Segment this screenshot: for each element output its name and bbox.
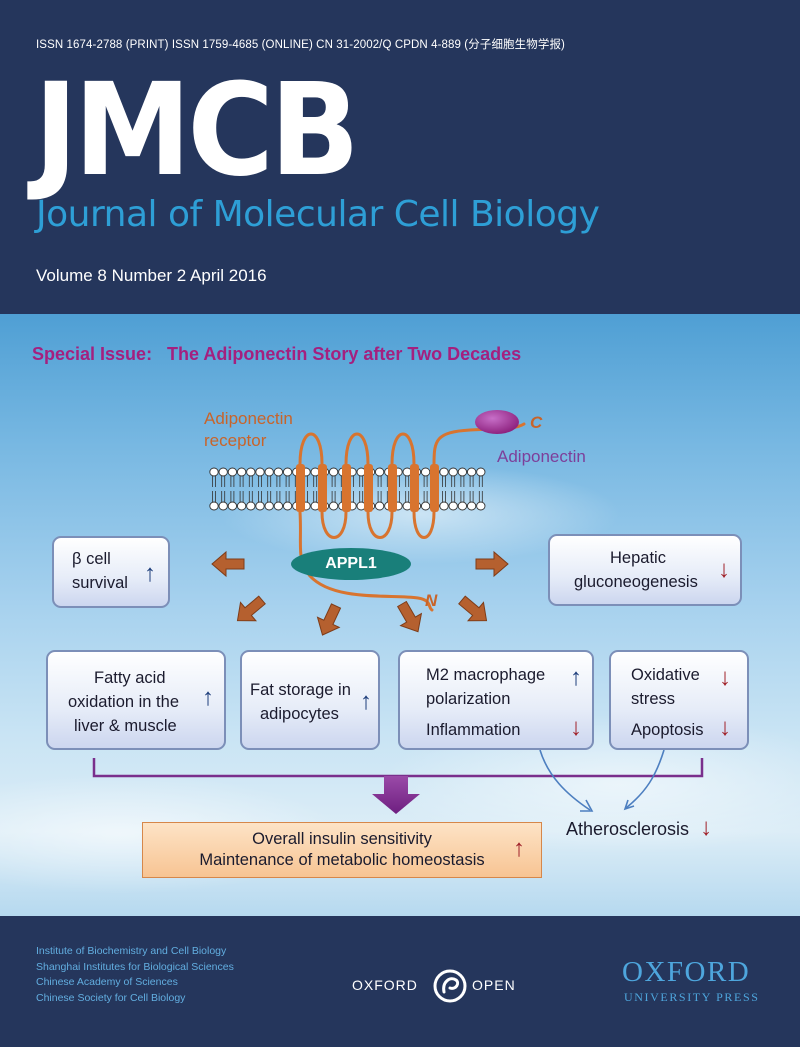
decrease-arrow-icon: ↓ bbox=[719, 714, 731, 741]
volume-line: Volume 8 Number 2 April 2016 bbox=[36, 266, 267, 285]
fatty-line-1: Fatty acid bbox=[94, 669, 166, 687]
oxidative-apoptosis-box: Oxidative stress ↓ Apoptosis ↓ bbox=[609, 650, 749, 750]
receptor-label-line-1: Adiponectin bbox=[204, 409, 293, 428]
decrease-arrow-icon: ↓ bbox=[718, 556, 730, 583]
fat-line-1: Fat storage in bbox=[250, 681, 351, 699]
fatty-acid-oxidation-box: Fatty acid oxidation in the liver & musc… bbox=[46, 650, 226, 750]
beta-cell-line-2: survival bbox=[72, 574, 128, 592]
fat-storage-box: Fat storage in adipocytes ↑ bbox=[240, 650, 380, 750]
institution-item: Shanghai Institutes for Biological Scien… bbox=[36, 960, 234, 973]
decrease-arrow-icon: ↓ bbox=[570, 714, 582, 741]
adiponectin-ligand bbox=[475, 410, 519, 434]
oxidative-line-2: stress bbox=[631, 690, 676, 708]
c-terminus-label: C bbox=[530, 413, 543, 432]
atherosclerosis-connector-left bbox=[539, 749, 591, 811]
fat-line-2: adipocytes bbox=[260, 705, 339, 723]
summary-arrow bbox=[372, 776, 420, 814]
increase-arrow-icon: ↑ bbox=[144, 560, 156, 587]
institution-item: Chinese Society for Cell Biology bbox=[36, 991, 186, 1004]
decrease-arrow-icon: ↓ bbox=[700, 814, 713, 841]
institution-list: Institute of Biochemistry and Cell Biolo… bbox=[36, 944, 234, 1006]
journal-title: Journal of Molecular Cell Biology bbox=[36, 194, 600, 235]
institution-item: Institute of Biochemistry and Cell Biolo… bbox=[36, 945, 227, 957]
publisher-name: OXFORD bbox=[622, 956, 751, 988]
oxford-open-right: OPEN bbox=[472, 977, 516, 993]
beta-cell-line-1: β cell bbox=[72, 550, 111, 568]
n-terminus-label: N bbox=[425, 591, 438, 610]
signal-arrows bbox=[211, 550, 509, 636]
hepatic-line-2: gluconeogenesis bbox=[574, 573, 698, 591]
outcome-line-2: Maintenance of metabolic homeostasis bbox=[199, 851, 485, 869]
oxidative-line-1: Oxidative bbox=[631, 666, 700, 684]
beta-cell-survival-box: β cell survival ↑ bbox=[52, 536, 170, 608]
increase-arrow-icon: ↑ bbox=[360, 688, 372, 715]
adiponectin-label: Adiponectin bbox=[497, 447, 586, 466]
oxford-open-left: OXFORD bbox=[352, 977, 418, 993]
macrophage-inflammation-box: M2 macrophage polarization ↑ Inflammatio… bbox=[398, 650, 594, 750]
fatty-line-2: oxidation in the bbox=[68, 693, 179, 711]
journal-logo: JMCB bbox=[34, 55, 360, 205]
inflammation-label: Inflammation bbox=[426, 721, 521, 739]
hepatic-gluconeogenesis-box: Hepatic gluconeogenesis ↓ bbox=[548, 534, 742, 606]
increase-arrow-icon: ↑ bbox=[570, 664, 582, 691]
appl1-adaptor: APPL1 bbox=[291, 548, 411, 580]
apoptosis-label: Apoptosis bbox=[631, 721, 704, 739]
receptor-label-line-2: receptor bbox=[204, 431, 267, 450]
receptor-helices bbox=[296, 464, 439, 512]
outcome-line-1: Overall insulin sensitivity bbox=[252, 830, 432, 848]
atherosclerosis-text: Atherosclerosis bbox=[566, 819, 690, 839]
cover-illustration: Special Issue: The Adiponectin Story aft… bbox=[0, 314, 800, 916]
oxford-open-logo-icon bbox=[433, 969, 467, 1003]
fatty-line-3: liver & muscle bbox=[74, 717, 177, 735]
overall-outcome-box: Overall insulin sensitivity Maintenance … bbox=[142, 822, 542, 878]
receptor-chain bbox=[298, 422, 526, 612]
cover-footer: Institute of Biochemistry and Cell Biolo… bbox=[0, 916, 800, 1047]
special-issue-title: Special Issue: The Adiponectin Story aft… bbox=[32, 344, 522, 364]
atherosclerosis-label: Atherosclerosis ↓ bbox=[566, 816, 712, 840]
increase-outcome-arrow-icon: ↑ bbox=[513, 835, 525, 862]
atherosclerosis-connector-right bbox=[625, 749, 665, 809]
m2-line-2: polarization bbox=[426, 690, 511, 708]
hepatic-line-1: Hepatic bbox=[610, 549, 666, 567]
publisher-subtitle: UNIVERSITY PRESS bbox=[624, 990, 760, 1004]
increase-arrow-icon: ↑ bbox=[202, 684, 214, 711]
institution-item: Chinese Academy of Sciences bbox=[36, 976, 178, 988]
decrease-arrow-icon: ↓ bbox=[719, 664, 731, 691]
issn-line: ISSN 1674-2788 (PRINT) ISSN 1759-4685 (O… bbox=[36, 39, 565, 51]
cover-header: ISSN 1674-2788 (PRINT) ISSN 1759-4685 (O… bbox=[0, 0, 800, 314]
m2-line-1: M2 macrophage bbox=[426, 666, 546, 684]
